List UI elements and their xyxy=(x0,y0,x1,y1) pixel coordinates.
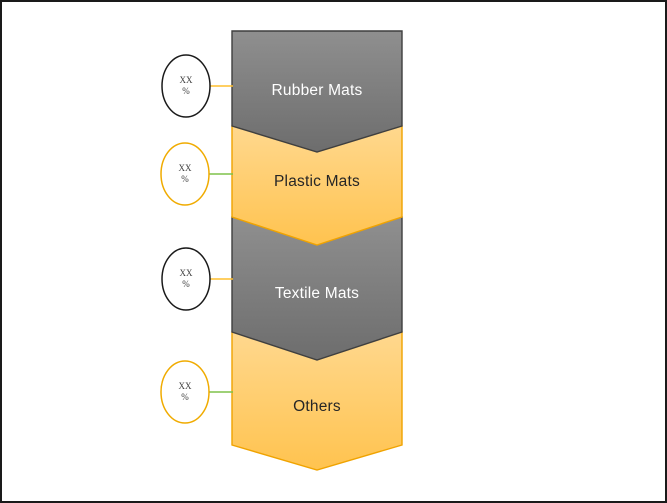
callout-ellipse-textile-mats[interactable] xyxy=(161,247,211,311)
funnel-segment-label-others: Others xyxy=(293,398,341,415)
callout-value-plastic-mats: XX % xyxy=(161,163,209,185)
callout-value-unit-rubber-mats: % xyxy=(182,86,190,96)
callout-value-unit-plastic-mats: % xyxy=(181,174,189,184)
callout-value-number-plastic-mats: XX xyxy=(178,163,192,173)
callout-value-unit-textile-mats: % xyxy=(182,279,190,289)
callout-value-number-others: XX xyxy=(178,381,192,391)
funnel-segment-label-plastic-mats: Plastic Mats xyxy=(274,173,360,190)
callout-value-number-textile-mats: XX xyxy=(179,268,193,278)
funnel-segment-label-rubber-mats: Rubber Mats xyxy=(271,82,363,99)
callout-ellipse-others[interactable] xyxy=(160,360,210,424)
callout-value-textile-mats: XX % xyxy=(162,268,210,290)
callout-ellipse-plastic-mats[interactable] xyxy=(160,142,210,206)
callout-value-rubber-mats: XX % xyxy=(162,75,210,97)
callout-ellipse-rubber-mats[interactable] xyxy=(161,54,211,118)
callout-value-number-rubber-mats: XX xyxy=(179,75,193,85)
callout-value-others: XX % xyxy=(161,381,209,403)
callout-value-unit-others: % xyxy=(181,392,189,402)
funnel-segment-rubber-mats[interactable] xyxy=(231,30,403,153)
funnel-segment-label-textile-mats: Textile Mats xyxy=(274,285,360,302)
